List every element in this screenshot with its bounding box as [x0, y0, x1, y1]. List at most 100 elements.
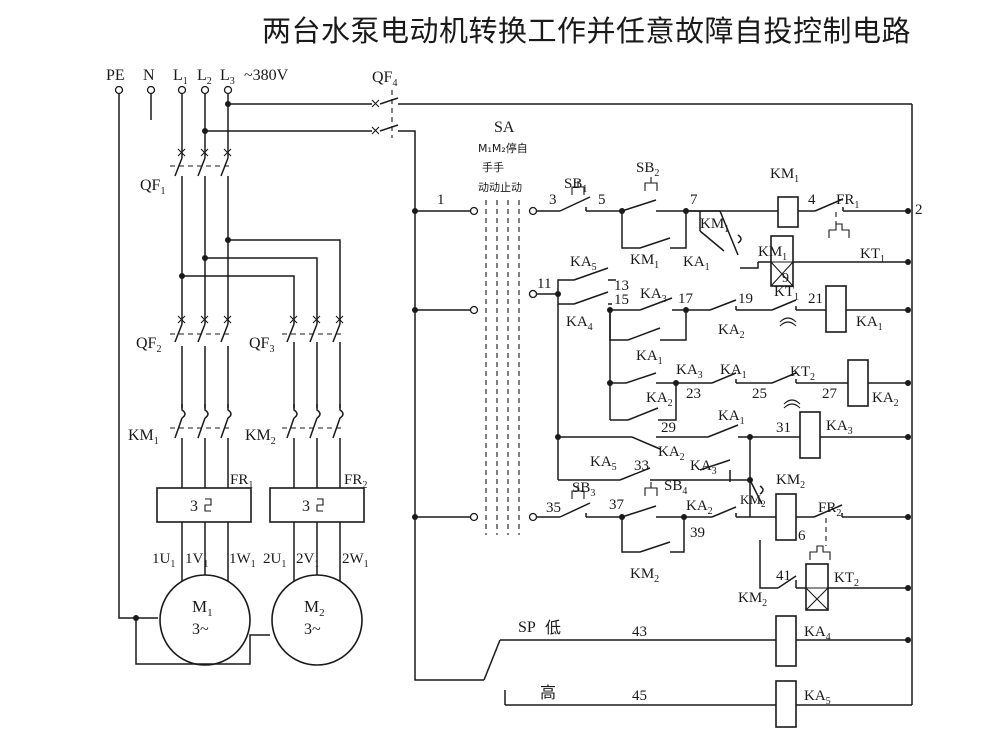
qf4-label: QF4: [372, 69, 397, 89]
kt1-coil-label: KT1: [860, 246, 885, 265]
ka4-letters: KA: [566, 314, 588, 330]
ka3-auto-label: KA3: [676, 362, 703, 381]
ka2-auto-sub: 2: [668, 398, 673, 409]
node-31: 31: [776, 420, 791, 436]
km2-nc-sub: 2: [762, 598, 767, 609]
level-switch-sp: [483, 615, 912, 728]
m1-v-label: 1V1: [185, 551, 208, 570]
ka3-auto-sub: 3: [698, 370, 703, 381]
kt1-coil: [770, 235, 794, 287]
m2-w-sub: 1: [364, 559, 369, 570]
m2-name: M2: [304, 597, 325, 619]
m1-v-sub: 1: [203, 559, 208, 570]
ka2-coil-letters: KA: [872, 390, 894, 406]
km1-coil-sub: 1: [794, 174, 799, 185]
node-17: 17: [678, 291, 694, 307]
sb1-letters: SB: [564, 176, 582, 192]
ka1-row1-letters: KA: [683, 254, 705, 270]
sb3-sub: 3: [590, 488, 595, 499]
node-41: 41: [776, 568, 791, 584]
ka2-row-letters: KA: [686, 498, 708, 514]
node-4: 4: [808, 192, 816, 208]
row-auto: 11 13 15 17 19 21: [528, 267, 911, 517]
voltage-label: ~380V: [244, 67, 289, 84]
kt2-coil-letters: KT: [834, 570, 854, 586]
fr2-sub: 2: [362, 480, 367, 491]
ka1-row1-sub: 1: [705, 262, 710, 273]
sb2-sub: 2: [654, 168, 659, 179]
m1-sub: 1: [207, 607, 213, 619]
m2-w-letters: 2W: [342, 551, 365, 567]
ka1-lower-sub: 1: [740, 416, 745, 427]
km1-nc-letters: KM: [758, 244, 782, 260]
l1-letter: L: [173, 67, 183, 84]
fr1-contact-sub: 1: [854, 200, 859, 211]
kt2-coil-sub: 2: [854, 578, 859, 589]
ka1-row1-label: KA1: [683, 254, 710, 273]
m2-v-sub: 1: [314, 559, 319, 570]
ka1-lower-letters: KA: [718, 408, 740, 424]
kt2-contact-sub: 2: [810, 372, 815, 383]
l3-sub: 3: [230, 76, 235, 87]
km1-main-contacts: [170, 404, 234, 448]
sa-col-bot: 动动止动: [478, 181, 522, 194]
fr2-thermal-relay: 3: [269, 487, 365, 523]
m1-v-letters: 1V: [185, 551, 204, 567]
ka2-coil-sub: 2: [894, 398, 899, 409]
ka5-coil: [775, 680, 797, 728]
qf3-letters: QF: [249, 335, 270, 352]
qf1-label: QF1: [140, 177, 165, 197]
node-9: 9: [782, 271, 789, 286]
ka1-auto-label: KA1: [720, 362, 747, 381]
km2-main-contacts: [282, 404, 346, 448]
km2-aux-sub: 2: [761, 499, 766, 509]
ka2-lower-sub: 2: [680, 452, 685, 463]
qf2-label: QF2: [136, 335, 161, 355]
ka1-parallel-label: KA1: [636, 348, 663, 367]
qf1-breaker: [170, 148, 232, 600]
m2-letter: M: [304, 597, 319, 616]
node-6: 6: [798, 528, 806, 544]
km1-coil-label: KM1: [770, 166, 799, 185]
km2-nc-label: KM2: [738, 590, 767, 609]
ka4-coil-label: KA4: [804, 624, 831, 643]
power-section: PE N L1 L2 L3 ~380V: [106, 67, 372, 666]
ka3-coil-letters: KA: [826, 418, 848, 434]
km2-main-label: KM2: [245, 427, 276, 447]
ka2-nc-sub: 2: [740, 330, 745, 341]
qf1-sub: 1: [160, 186, 165, 197]
ka5-upper-sub: 5: [592, 262, 597, 273]
kt1-coil-sub: 1: [880, 254, 885, 265]
node-19: 19: [738, 291, 753, 307]
ka2-nc-label: KA2: [718, 322, 745, 341]
m1-u-label: 1U1: [152, 551, 175, 570]
kt1-contact-letters: KT: [774, 284, 794, 300]
node-13: 13: [614, 278, 629, 294]
ka5-lower-letters: KA: [590, 454, 612, 470]
l2-label: L2: [197, 67, 212, 87]
ka3-coil-sub: 3: [848, 426, 853, 437]
l1-label: L1: [173, 67, 188, 87]
node-43: 43: [632, 624, 647, 640]
pe-conductor: [118, 94, 158, 619]
ka2-coil-label: KA2: [872, 390, 899, 409]
m2-v-letters: 2V: [296, 551, 315, 567]
sb4-sub: 4: [682, 486, 687, 497]
ka1-auto-letters: KA: [720, 362, 742, 378]
ka1-parallel-sub: 1: [658, 356, 663, 367]
qf2-breaker: [170, 315, 234, 346]
ka2-auto-letters: KA: [646, 390, 668, 406]
row-km2: 35 37 39 6 41: [537, 479, 911, 611]
sb3-letters: SB: [572, 480, 590, 496]
km2-nc-letters: KM: [738, 590, 762, 606]
node-7: 7: [690, 192, 698, 208]
km1-main-letters: KM: [128, 427, 154, 444]
km1-coil-letters: KM: [770, 166, 794, 182]
kt2-coil: [805, 563, 829, 611]
node-29: 29: [661, 420, 676, 436]
kt1-contact-sub: 1: [794, 292, 799, 303]
m1-w-letters: 1W: [229, 551, 252, 567]
node-25: 25: [752, 386, 767, 402]
ka5-lower-label: KA5: [590, 454, 617, 473]
l1-sub: 1: [183, 76, 188, 87]
